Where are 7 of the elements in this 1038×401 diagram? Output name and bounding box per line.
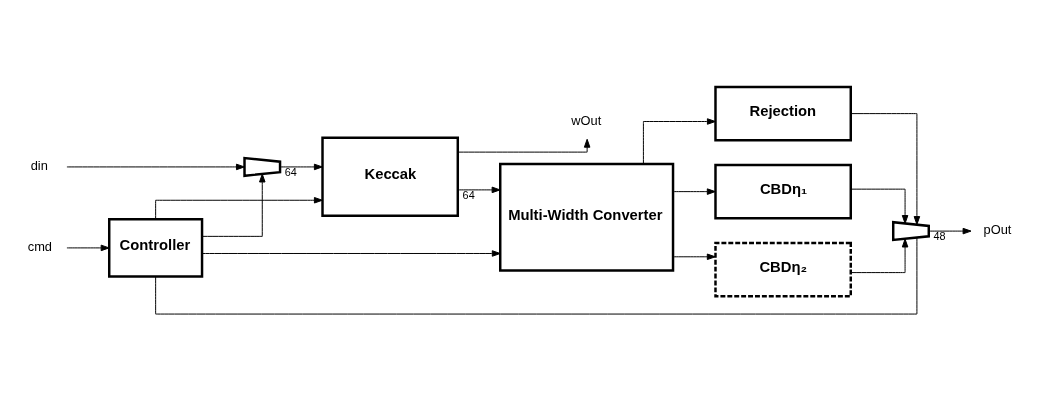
edge-label: 48 [933,229,946,242]
edge-label: 64 [284,165,297,178]
node-text: cmd [27,239,53,255]
node-text: pOut [983,222,1012,238]
node-text: wOut [571,112,602,128]
edge-label: 64 [462,188,475,201]
node-text: din [30,158,48,174]
